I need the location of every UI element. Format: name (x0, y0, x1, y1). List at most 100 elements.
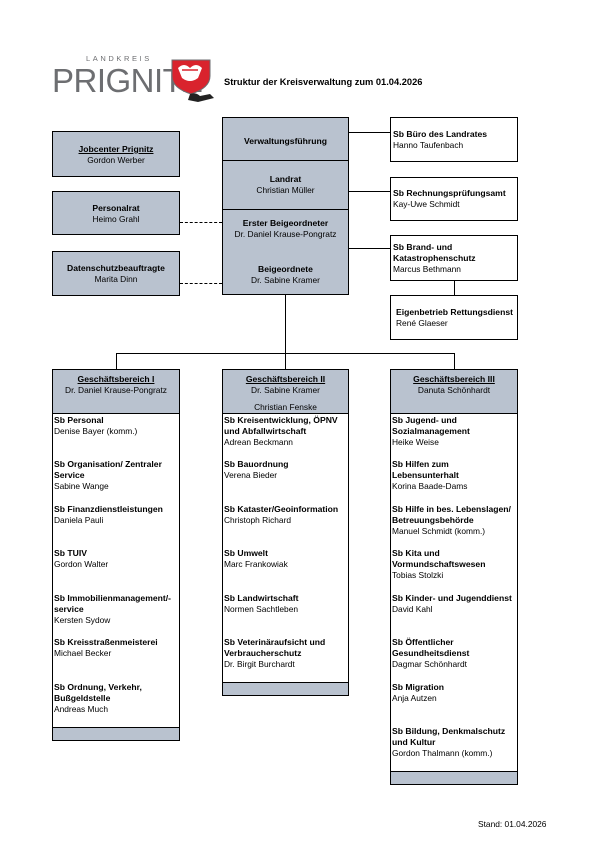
connector-line (285, 353, 286, 369)
rechnungspruefung-box: Sb Rechnungsprüfungsamt Kay-Uwe Schmidt (390, 177, 518, 221)
verwaltungsfuehrung-label: Verwaltungsführung (243, 136, 328, 146)
item-name: David Kahl (392, 604, 433, 614)
coat-of-arms-icon (170, 58, 218, 104)
list-item: Sb Landwirtschaft Normen Sachtleben (224, 593, 347, 615)
item-title: Sb Umwelt (224, 548, 268, 558)
item-name: Marc Frankowiak (224, 559, 288, 569)
rechnungspruefung-name: Kay-Uwe Schmidt (393, 199, 460, 209)
item-name: Dr. Birgit Burchardt (224, 659, 295, 669)
landrat-title: Landrat (269, 174, 302, 184)
datenschutz-title: Datenschutzbeauftragte (67, 263, 165, 273)
list-item: Sb Finanzdienstleistungen Daniela Pauli (54, 504, 178, 526)
connector-line (454, 353, 455, 369)
connector-line (348, 248, 390, 249)
connector-line (348, 191, 390, 192)
jobcenter-title: Jobcenter Prignitz (78, 144, 154, 154)
item-title: Sb Kita und (392, 548, 440, 558)
item-name: Denise Bayer (komm.) (54, 426, 138, 436)
list-item: Sb Personal Denise Bayer (komm.) (54, 415, 178, 437)
item-name: Manuel Schmidt (komm.) (392, 526, 486, 536)
list-item: Sb Kita und Vormundschaftswesen Tobias S… (392, 548, 516, 581)
jobcenter-box: Jobcenter Prignitz Gordon Werber (52, 131, 180, 177)
item-name: Korina Baade-Dams (392, 481, 468, 491)
list-item: Sb Hilfe in bes. Lebenslagen/ Betreuungs… (392, 504, 516, 537)
item-title: Sb Kreisentwicklung, ÖPNV (224, 415, 338, 425)
column-extra-name: Christian Fenske (254, 402, 317, 412)
datenschutz-name: Marita Dinn (94, 274, 138, 284)
item-title: Sb Hilfe in bes. Lebenslagen/ (392, 504, 511, 514)
item-title: service (54, 604, 84, 614)
landrat-name: Christian Müller (256, 185, 315, 195)
rechnungspruefung-title: Sb Rechnungsprüfungsamt (393, 188, 506, 198)
item-title: Sb Landwirtschaft (224, 593, 299, 603)
column-title: Geschäftsbereich III (413, 374, 495, 384)
item-title: Sb Kinder- und Jugenddienst (392, 593, 512, 603)
item-name: Sabine Wange (54, 481, 109, 491)
geschaeftsbereich-2: Geschäftsbereich II Dr. Sabine Kramer Ch… (222, 369, 349, 696)
geschaeftsbereich-3: Geschäftsbereich III Danuta Schönhardt S… (390, 369, 518, 785)
beigeordnete-title: Beigeordnete (258, 264, 313, 274)
list-item: Sb Öffentlicher Gesundheitsdienst Dagmar… (392, 637, 516, 670)
item-title: Sozialmanagement (392, 426, 470, 436)
item-name: Gordon Walter (54, 559, 109, 569)
list-item: Sb Hilfen zum Lebensunterhalt Korina Baa… (392, 459, 516, 492)
beigeordnete-name: Dr. Sabine Kramer (251, 275, 320, 285)
item-title: Sb Veterinäraufsicht und (224, 637, 326, 647)
item-title: Service (54, 470, 85, 480)
rettungsdienst-box: Eigenbetrieb Rettungsdienst René Glaeser (390, 295, 518, 340)
item-name: Michael Becker (54, 648, 112, 658)
item-title: und Abfallwirtschaft (224, 426, 307, 436)
item-name: Dagmar Schönhardt (392, 659, 467, 669)
item-title: Sb Personal (54, 415, 104, 425)
column-header: Geschäftsbereich II Dr. Sabine Kramer Ch… (223, 370, 348, 414)
personalrat-name: Heimo Grahl (92, 214, 140, 224)
list-item: Sb Migration Anja Autzen (392, 682, 516, 704)
item-name: Gordon Thalmann (komm.) (392, 748, 493, 758)
item-title: Sb Bauordnung (224, 459, 289, 469)
column-footer (53, 727, 179, 740)
list-item: Sb Bildung, Denkmalschutz und Kultur Gor… (392, 726, 516, 759)
item-title: Sb Migration (392, 682, 445, 692)
list-item: Sb Jugend- und Sozialmanagement Heike We… (392, 415, 516, 448)
item-title: Sb TUIV (54, 548, 87, 558)
item-title: Sb Jugend- und (392, 415, 457, 425)
item-title: Sb Ordnung, Verkehr, (54, 682, 142, 692)
item-title: Sb Hilfen zum (392, 459, 449, 469)
list-item: Sb Kreisstraßenmeisterei Michael Becker (54, 637, 178, 659)
dashed-connector (180, 222, 222, 223)
item-title: Vormundschaftswesen (392, 559, 486, 569)
item-title: Verbraucherschutz (224, 648, 302, 658)
item-name: Daniela Pauli (54, 515, 104, 525)
list-item: Sb Immobilienmanagement/- service Kerste… (54, 593, 178, 626)
column-footer (391, 771, 517, 784)
item-title: Gesundheitsdienst (392, 648, 470, 658)
list-item: Sb Kinder- und Jugenddienst David Kahl (392, 593, 516, 615)
brandschutz-name: Marcus Bethmann (393, 264, 461, 274)
connector-line (116, 353, 117, 369)
item-name: Normen Sachtleben (224, 604, 299, 614)
brandschutz-box: Sb Brand- und Katastrophenschutz Marcus … (390, 235, 518, 281)
item-title: Sb Öffentlicher (392, 637, 454, 647)
jobcenter-name: Gordon Werber (87, 155, 145, 165)
buero-landrat-name: Hanno Taufenbach (393, 140, 464, 150)
geschaeftsbereich-1: Geschäftsbereich I Dr. Daniel Krause-Pon… (52, 369, 180, 741)
brandschutz-title-2: Katastrophenschutz (393, 253, 476, 263)
item-title: Betreuungsbehörde (392, 515, 474, 525)
list-item: Sb Veterinäraufsicht und Verbraucherschu… (224, 637, 347, 670)
item-title: Sb Bildung, Denkmalschutz (392, 726, 506, 736)
leadership-box: Verwaltungsführung Landrat Christian Mül… (222, 117, 349, 295)
item-name: Heike Weise (392, 437, 439, 447)
item-name: Christoph Richard (224, 515, 292, 525)
connector-line (348, 132, 390, 133)
column-head-name: Danuta Schönhardt (417, 385, 491, 395)
dashed-connector (180, 283, 222, 284)
rettungsdienst-name: René Glaeser (396, 318, 448, 328)
divider (223, 160, 348, 161)
column-title: Geschäftsbereich I (77, 374, 155, 384)
divider (223, 209, 348, 210)
item-name: Adrean Beckmann (224, 437, 293, 447)
brandschutz-title-1: Sb Brand- und (393, 242, 453, 252)
list-item: Sb TUIV Gordon Walter (54, 548, 178, 570)
list-item: Sb Bauordnung Verena Bieder (224, 459, 347, 481)
rettungsdienst-title: Eigenbetrieb Rettungsdienst (396, 307, 513, 317)
